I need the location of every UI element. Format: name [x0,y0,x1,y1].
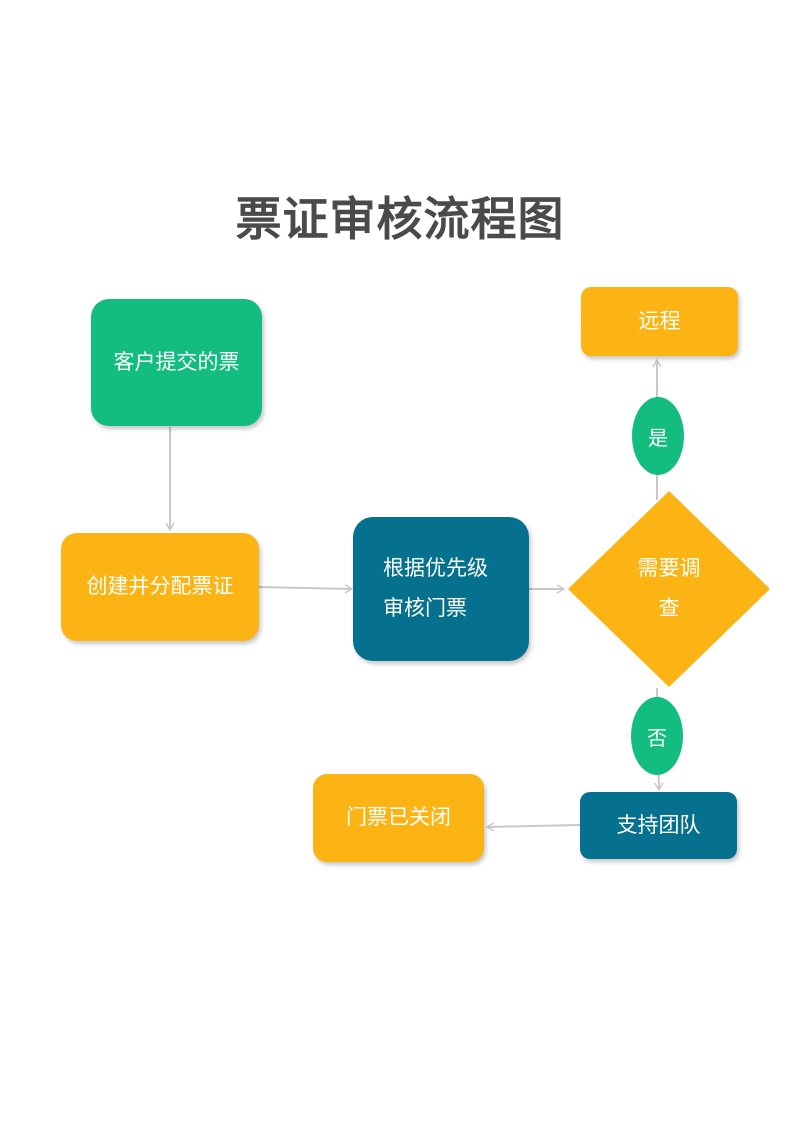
decision-investigate-line1: 需要调 [637,556,701,581]
arrow-create-to-review [258,584,354,594]
label-no: 否 [631,697,683,775]
node-remote: 远程 [581,287,738,356]
node-support-team-label: 支持团队 [616,812,701,837]
node-create-assign-label: 创建并分配票证 [86,574,234,599]
node-ticket-closed-label: 门票已关闭 [346,805,451,830]
label-yes: 是 [632,397,684,475]
label-no-text: 否 [647,725,667,750]
node-customer-ticket-label: 客户提交的票 [113,349,240,374]
node-remote-label: 远程 [638,308,681,333]
decision-investigate-line2: 查 [658,596,680,620]
decision-investigate: 需要调 查 [566,489,772,689]
node-review: 根据优先级 审核门票 [353,517,529,661]
node-review-line1: 根据优先级 [383,556,488,581]
page-title: 票证审核流程图 [235,192,565,246]
label-yes-text: 是 [648,425,668,450]
node-create-assign: 创建并分配票证 [61,533,259,641]
arrow-support-to-closed [485,822,581,832]
node-ticket-closed: 门票已关闭 [313,774,484,862]
decision-diamond-shape [568,491,770,687]
node-support-team: 支持团队 [580,792,737,859]
node-review-line2: 审核门票 [383,596,467,620]
node-customer-ticket: 客户提交的票 [91,299,262,426]
